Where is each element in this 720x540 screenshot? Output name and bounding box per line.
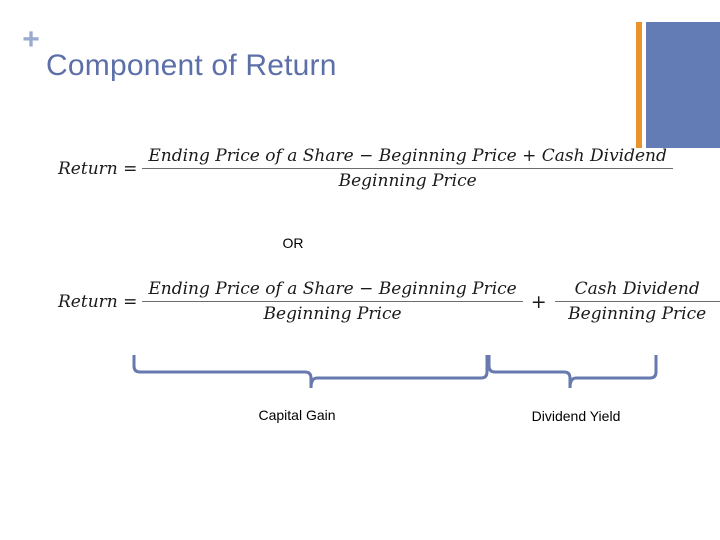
formula-two-lead: Return =: [58, 291, 138, 312]
plus-icon: +: [22, 23, 40, 56]
underbrace-icon: [132, 355, 658, 389]
label-capital-gain: Capital Gain: [258, 407, 336, 423]
accent-bar-blue: [646, 22, 720, 148]
brace-dividend-yield: [487, 355, 658, 389]
fraction-rule: [142, 301, 523, 302]
formula-two-left-denominator: Beginning Price: [263, 304, 402, 324]
formula-one-denominator: Beginning Price: [338, 171, 477, 191]
formula-combined: Return = Ending Price of a Share − Begin…: [58, 146, 673, 191]
formula-two-right-numerator: Cash Dividend: [574, 279, 700, 299]
formula-two-right-denominator: Beginning Price: [568, 304, 707, 324]
formula-split: Return = Ending Price of a Share − Begin…: [58, 279, 720, 324]
formula-two-left-numerator: Ending Price of a Share − Beginning Pric…: [148, 279, 517, 299]
label-dividend-yield: Dividend Yield: [531, 408, 621, 424]
plus-operator-icon: +: [530, 290, 547, 313]
fraction-rule: [554, 301, 720, 302]
formula-two-capital-gain-fraction: Ending Price of a Share − Beginning Pric…: [142, 279, 523, 324]
connector-or-label: OR: [282, 235, 304, 251]
brace-group: [0, 348, 720, 392]
brace-capital-gain: [132, 355, 489, 389]
formula-one-numerator: Ending Price of a Share − Beginning Pric…: [148, 146, 667, 166]
fraction-rule: [142, 168, 673, 169]
formula-one-lead: Return =: [58, 158, 138, 179]
page-title: Component of Return: [46, 49, 337, 82]
formula-one-fraction: Ending Price of a Share − Beginning Pric…: [142, 146, 673, 191]
formula-two-dividend-yield-fraction: Cash Dividend Beginning Price: [554, 279, 720, 324]
accent-bar-orange: [636, 22, 642, 148]
